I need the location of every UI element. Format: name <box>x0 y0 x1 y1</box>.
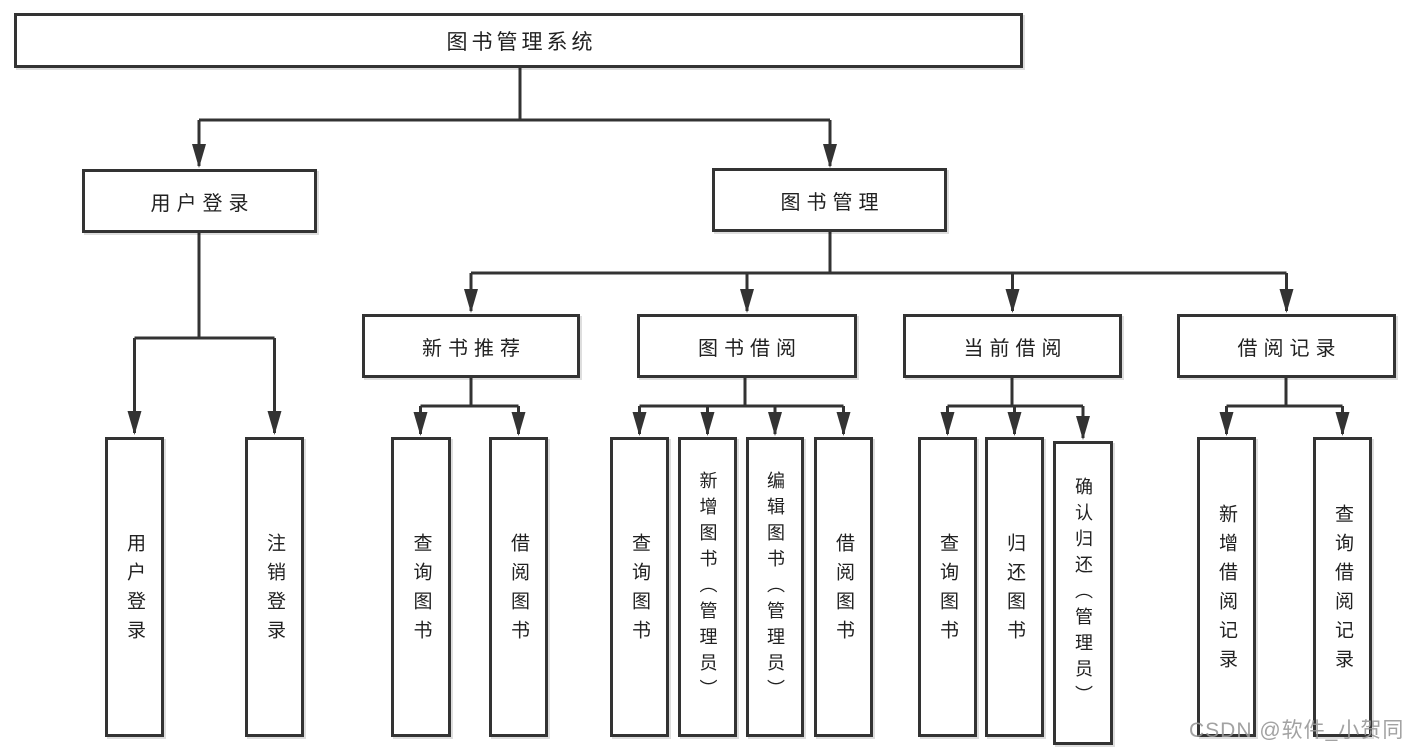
node-new-book-recommend: 新书推荐 <box>362 314 580 378</box>
node-borrow-book-recommend: 借阅图书 <box>489 437 548 737</box>
node-query-book-current: 查询图书 <box>918 437 977 737</box>
node-edit-book-admin: 编辑图书（管理员） <box>746 437 804 737</box>
node-borrow-records: 借阅记录 <box>1177 314 1396 378</box>
node-current-borrow: 当前借阅 <box>903 314 1122 378</box>
node-add-book-admin: 新增图书（管理员） <box>678 437 737 737</box>
node-query-book-borrow: 查询图书 <box>610 437 669 737</box>
node-logout-action: 注销登录 <box>245 437 304 737</box>
node-system-root: 图书管理系统 <box>14 13 1023 68</box>
node-book-management-branch: 图书管理 <box>712 168 947 232</box>
node-query-book-recommend: 查询图书 <box>391 437 451 737</box>
csdn-watermark: CSDN @软件_小贺同学 <box>1189 719 1405 742</box>
node-user-login-branch: 用户登录 <box>82 169 317 233</box>
node-return-book: 归还图书 <box>985 437 1044 737</box>
node-add-borrow-record: 新增借阅记录 <box>1197 437 1256 737</box>
node-book-borrow: 图书借阅 <box>637 314 857 378</box>
node-borrow-book-action: 借阅图书 <box>814 437 873 737</box>
node-confirm-return-admin: 确认归还（管理员） <box>1053 441 1113 745</box>
node-user-login-action: 用户登录 <box>105 437 164 737</box>
node-query-borrow-record: 查询借阅记录 <box>1313 437 1372 737</box>
